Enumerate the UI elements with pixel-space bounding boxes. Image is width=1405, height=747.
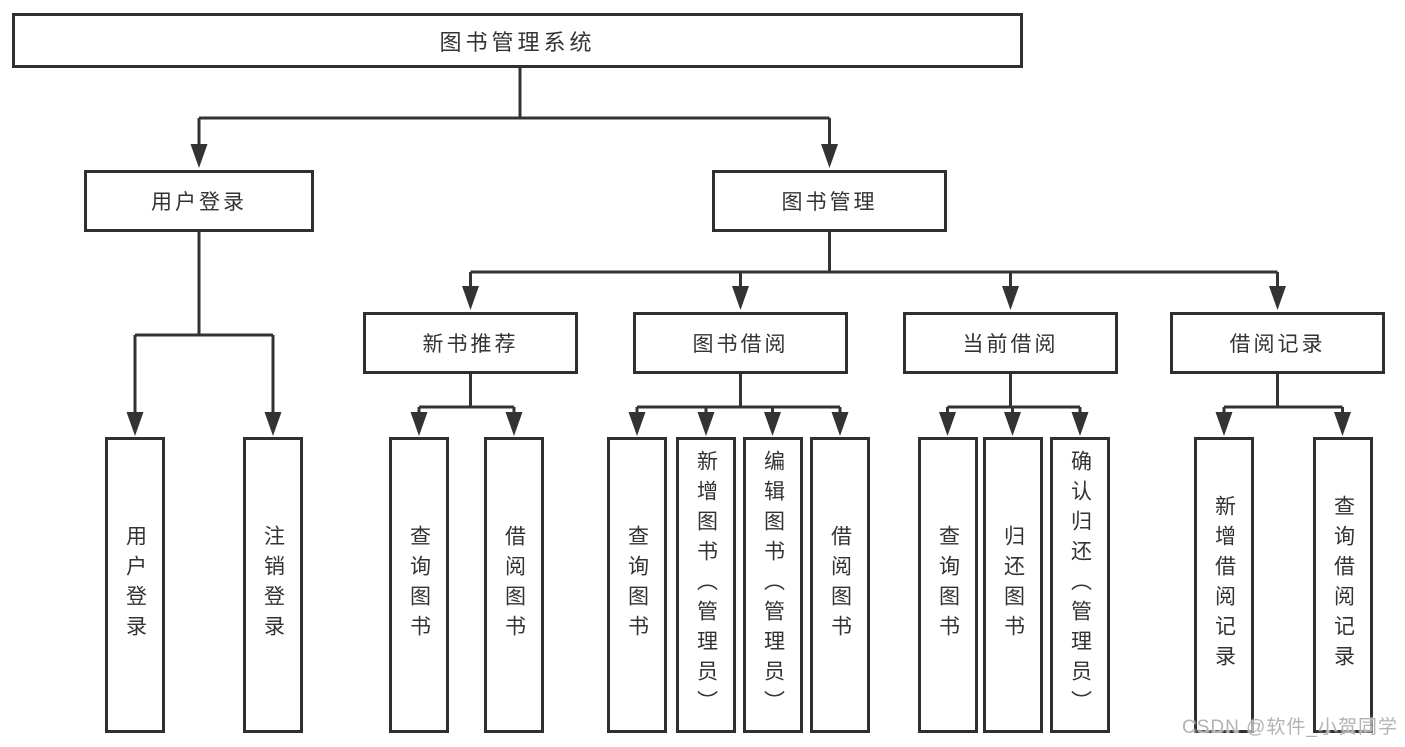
node-label: 当前借阅 (962, 333, 1059, 356)
connector-mgmt-to-level2 (469, 232, 1279, 289)
csdn-watermark: CSDN @软件_小贺同学 (1182, 717, 1398, 738)
leaf-edit-books-admin: 编辑图书（管理员） (743, 437, 803, 733)
leaf-confirm-return-admin: 确认归还（管理员） (1050, 437, 1110, 733)
node-new-book-recommend: 新书推荐 (363, 312, 578, 374)
node-book-borrow: 图书借阅 (633, 312, 848, 374)
connector-root-to-level1 (197, 68, 831, 146)
node-label: 新增图书（管理员） (694, 450, 718, 720)
node-label: 图书管理 (781, 191, 878, 214)
node-current-borrow: 当前借阅 (903, 312, 1118, 374)
leaf-logout: 注销登录 (243, 437, 303, 733)
node-label: 借阅图书 (828, 525, 852, 645)
leaf-add-books-admin: 新增图书（管理员） (676, 437, 736, 733)
node-label: 注销登录 (261, 525, 285, 645)
leaf-query-books-recommend: 查询图书 (389, 437, 449, 733)
node-label: 归还图书 (1001, 525, 1025, 645)
connector-recommend-to-leaves (417, 374, 516, 414)
leaf-borrow-books-recommend: 借阅图书 (484, 437, 544, 733)
node-label: 查询图书 (625, 525, 649, 645)
node-label: 编辑图书（管理员） (761, 450, 785, 720)
node-label: 查询借阅记录 (1331, 495, 1355, 675)
leaf-query-books-borrow: 查询图书 (607, 437, 667, 733)
node-label: 查询图书 (936, 525, 960, 645)
node-label: 图书借阅 (692, 333, 789, 356)
connector-borrow-to-leaves (635, 374, 842, 414)
node-label: 借阅记录 (1229, 333, 1326, 356)
node-label: 用户登录 (151, 191, 247, 214)
node-label: 查询图书 (407, 525, 431, 645)
node-label: 新书推荐 (422, 333, 519, 356)
leaf-add-borrow-record: 新增借阅记录 (1194, 437, 1254, 733)
leaf-query-borrow-record: 查询借阅记录 (1313, 437, 1373, 733)
node-root-library-system: 图书管理系统 (12, 13, 1023, 68)
node-label: 新增借阅记录 (1212, 495, 1236, 675)
connector-current-to-leaves (946, 374, 1082, 414)
node-borrow-records: 借阅记录 (1170, 312, 1385, 374)
node-label: 确认归还（管理员） (1068, 450, 1092, 720)
arrowheads (126, 144, 1351, 436)
connector-records-to-leaves (1222, 374, 1344, 414)
leaf-borrow-books: 借阅图书 (810, 437, 870, 733)
node-label: 借阅图书 (502, 525, 526, 645)
leaf-return-books: 归还图书 (983, 437, 1043, 733)
leaf-user-login: 用户登录 (105, 437, 165, 733)
leaf-query-books-current: 查询图书 (918, 437, 978, 733)
connector-login-to-leaves (133, 232, 275, 414)
node-label: 图书管理系统 (439, 29, 596, 55)
node-label: 用户登录 (123, 525, 147, 645)
node-user-login: 用户登录 (84, 170, 314, 232)
node-book-management: 图书管理 (712, 170, 947, 232)
